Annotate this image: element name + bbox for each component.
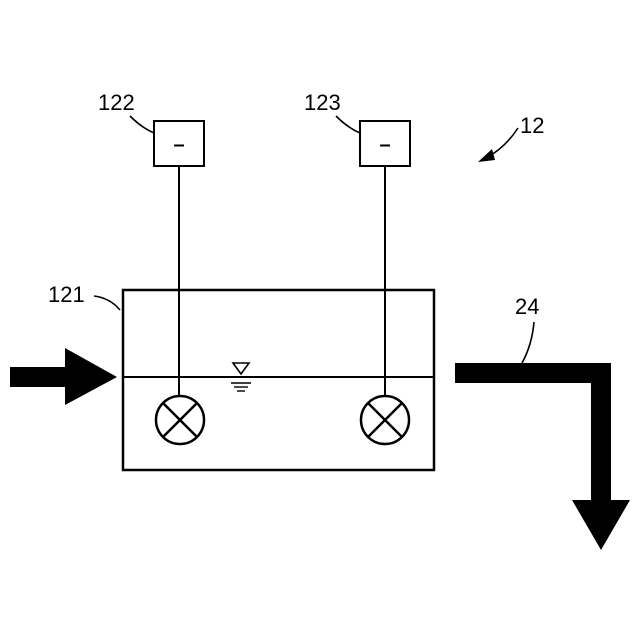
meter-display-left: – — [173, 134, 184, 156]
inlet-arrow-icon — [10, 348, 117, 405]
label-outlet-pipe: 24 — [515, 294, 539, 319]
label-meter-left: 122 — [98, 90, 135, 115]
label-tank: 121 — [48, 282, 85, 307]
leader-meter-left — [130, 116, 154, 133]
leader-outlet-pipe — [522, 322, 534, 363]
label-device: 12 — [520, 113, 544, 138]
leader-meter-right — [336, 116, 360, 133]
outlet-arrow-icon — [455, 363, 630, 550]
sensor-right-icon — [361, 396, 409, 444]
label-meter-right: 123 — [304, 90, 341, 115]
meter-display-right: – — [379, 134, 390, 156]
leader-tank — [94, 296, 120, 310]
sensor-left-icon — [156, 396, 204, 444]
device-pointer-arrow-icon — [478, 128, 518, 162]
